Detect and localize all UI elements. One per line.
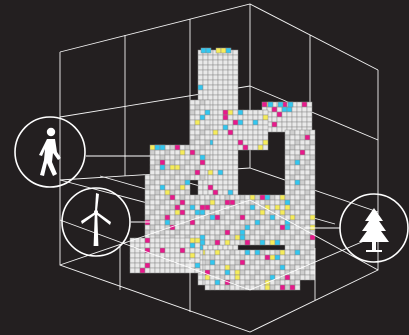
- voxel-accent: [268, 102, 273, 107]
- voxel-accent: [226, 48, 231, 53]
- voxel-block: [228, 110, 268, 150]
- walking-person-icon: [15, 117, 85, 187]
- pine-tree-icon: [340, 194, 408, 262]
- voxel-accent: [278, 102, 283, 107]
- voxel-accent: [288, 102, 293, 107]
- voxel-accent: [206, 48, 211, 53]
- voxel-accent: [221, 48, 226, 53]
- voxel-structure: [130, 48, 315, 290]
- voxel-accent: [160, 145, 165, 150]
- voxel-accent: [216, 48, 221, 53]
- voxel-block: [170, 195, 290, 220]
- voxel-accent: [155, 145, 160, 150]
- wind-turbine-icon: [62, 188, 130, 256]
- voxel-accent: [201, 48, 206, 53]
